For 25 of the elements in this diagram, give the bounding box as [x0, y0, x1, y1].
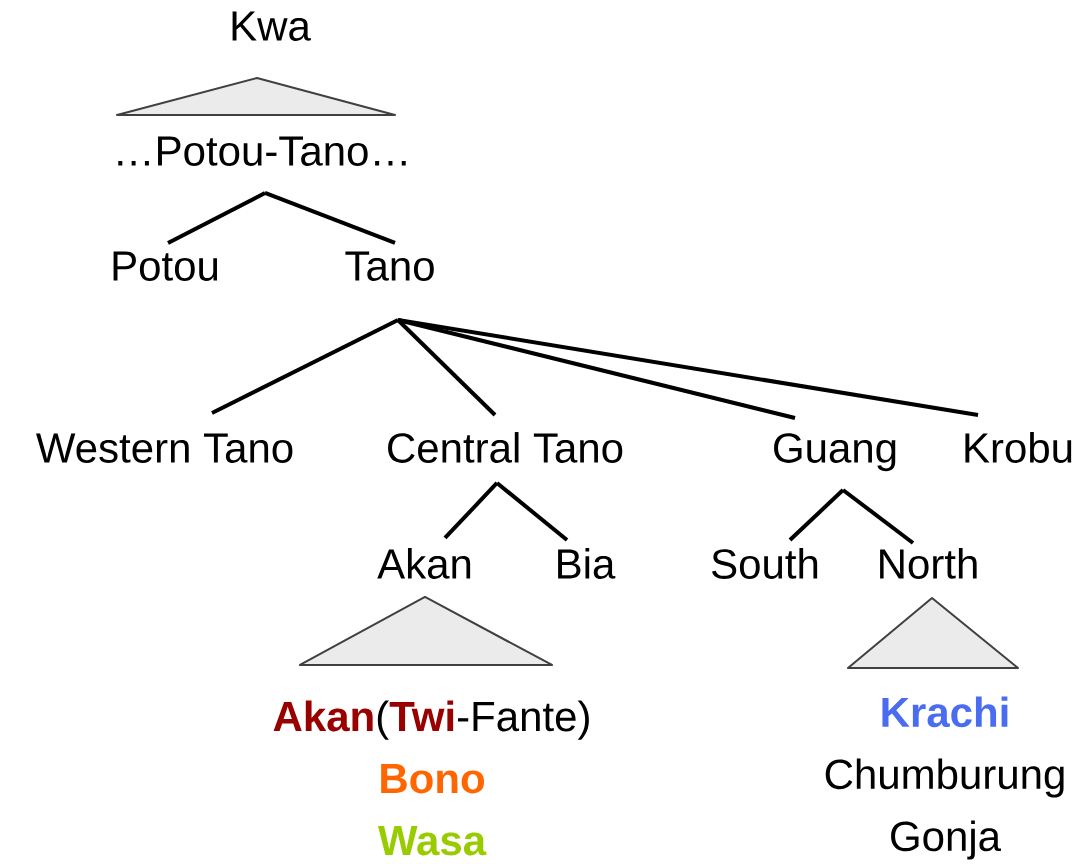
- language-list: Krachi Chumburung Gonja: [825, 696, 1064, 860]
- language-label: Western Tano: [36, 433, 293, 463]
- language-label: Bia: [558, 548, 616, 579]
- language-label: …Potou-Tano…: [118, 136, 406, 166]
- triangle-connector: [116, 77, 396, 116]
- language-label: Potou: [113, 251, 218, 281]
- language-label: North: [880, 548, 977, 579]
- triangle-connector: [299, 596, 553, 666]
- tree-branch: [264, 191, 396, 245]
- language-list: Akan(Twi-Fante) Bono Wasa: [273, 700, 589, 856]
- tree-branch: [397, 318, 979, 417]
- tree-branch: [788, 488, 845, 542]
- tree-branch: [841, 488, 915, 545]
- tree-branch: [443, 481, 499, 540]
- language-label: Guang: [774, 433, 896, 472]
- language-label: Kwa: [232, 11, 311, 41]
- tree-branch: [495, 481, 569, 542]
- language-label: Krobu: [965, 432, 1072, 463]
- tree-branch: [167, 191, 266, 245]
- tree-branch: [211, 318, 399, 415]
- language-label: Akan: [377, 548, 471, 579]
- language-label: South: [712, 548, 818, 579]
- triangle-connector: [847, 597, 1019, 669]
- language-label: Tano: [345, 251, 434, 281]
- language-label: Central Tano: [388, 432, 623, 463]
